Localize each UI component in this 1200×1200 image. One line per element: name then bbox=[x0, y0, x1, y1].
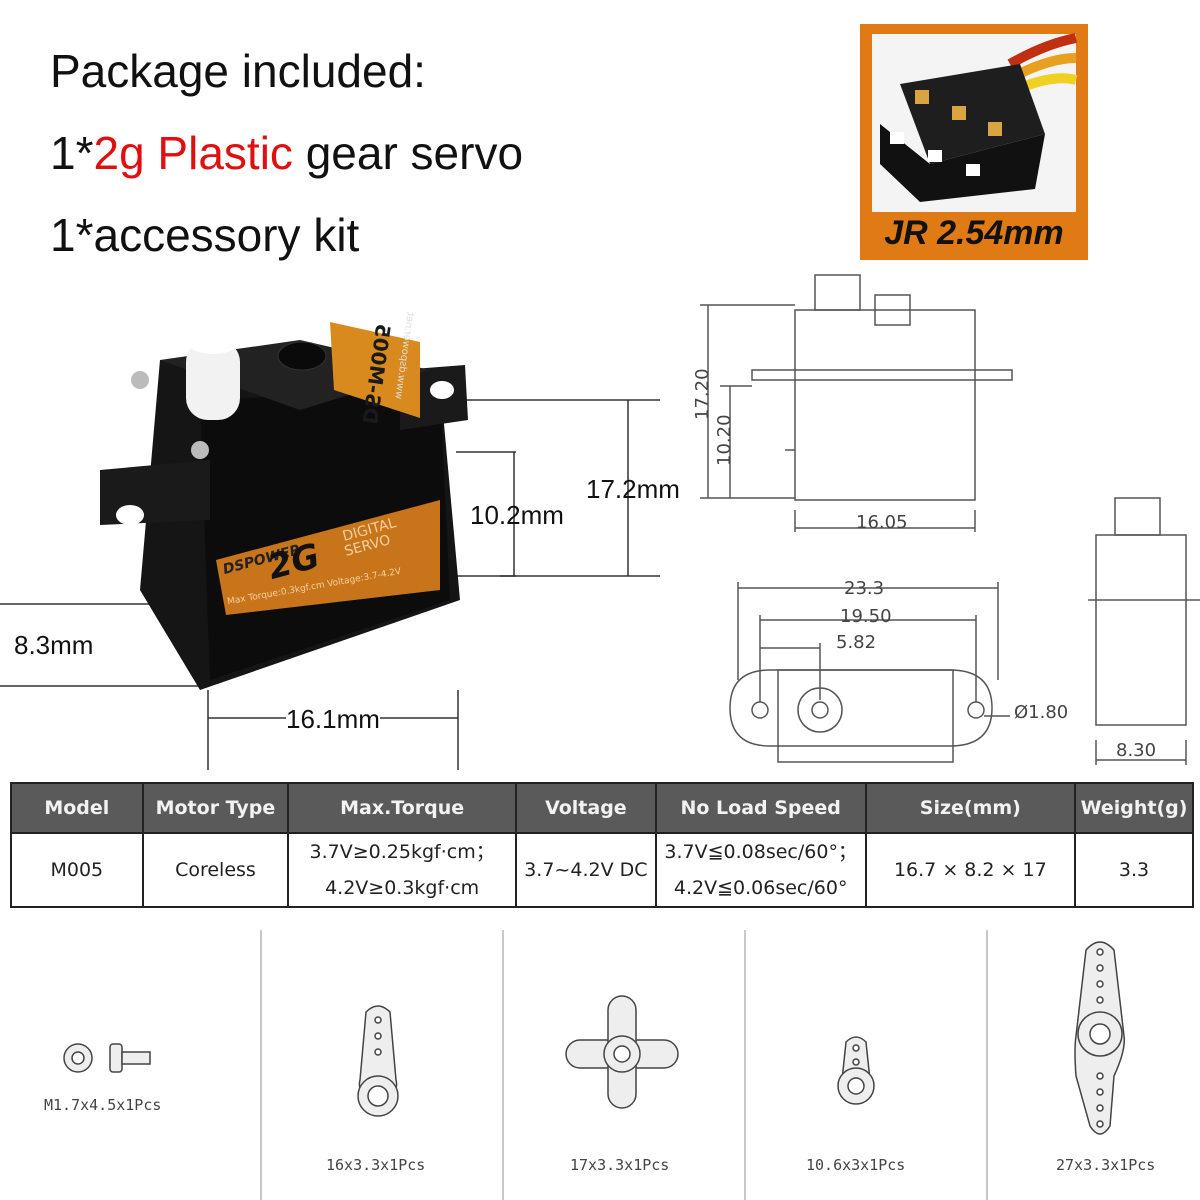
header-model: Model bbox=[10, 782, 144, 834]
connector-photo: JR 2.54mm bbox=[860, 24, 1088, 260]
header-no-load-speed: No Load Speed bbox=[654, 782, 867, 834]
package-heading: Package included: bbox=[50, 45, 426, 97]
torque-line-2: 4.2V≥0.3kgf·cm bbox=[325, 877, 480, 899]
cell-no-load-speed: 3.7V≦0.08sec/60°； 4.2V≦0.06sec/60° bbox=[654, 832, 867, 908]
item-desc: gear servo bbox=[292, 127, 524, 179]
draw-top-shaft: 5.82 bbox=[836, 632, 876, 653]
divider bbox=[502, 930, 504, 1200]
header-max-torque: Max.Torque bbox=[287, 782, 518, 834]
draw-hole-dia: Ø1.80 bbox=[1014, 702, 1068, 723]
dim-depth-label: 8.3mm bbox=[14, 630, 94, 660]
header-motor-type: Motor Type bbox=[141, 782, 290, 834]
divider bbox=[744, 930, 746, 1200]
package-item-servo: 1*2g Plastic gear servo bbox=[50, 126, 523, 180]
spec-table: Model Motor Type Max.Torque Voltage No L… bbox=[10, 782, 1194, 908]
draw-top-overall: 23.3 bbox=[844, 578, 884, 599]
header-size: Size(mm) bbox=[864, 782, 1077, 834]
cross-horn-icon bbox=[565, 995, 679, 1109]
accessory-label: M1.7x4.5x1Pcs bbox=[44, 1096, 162, 1114]
draw-side-mid: 10.20 bbox=[714, 414, 735, 466]
divider bbox=[986, 930, 988, 1200]
accessory-label: 27x3.3x1Pcs bbox=[1056, 1156, 1156, 1174]
cell-motor-type: Coreless bbox=[141, 832, 290, 908]
accessory-label: 16x3.3x1Pcs bbox=[326, 1156, 426, 1174]
item-qty: 1* bbox=[50, 127, 94, 179]
accessory-label: 17x3.3x1Pcs bbox=[570, 1156, 670, 1174]
draw-top-holes: 19.50 bbox=[840, 606, 892, 627]
header-weight: Weight(g) bbox=[1074, 782, 1194, 834]
cell-voltage: 3.7~4.2V DC bbox=[515, 832, 657, 908]
single-arm-horn-icon bbox=[357, 1005, 399, 1117]
accessory-label: 10.6x3x1Pcs bbox=[806, 1156, 906, 1174]
package-item-kit: 1*accessory kit bbox=[50, 209, 360, 261]
draw-side-width: 16.05 bbox=[856, 512, 908, 533]
header-voltage: Voltage bbox=[515, 782, 657, 834]
speed-line-2: 4.2V≦0.06sec/60° bbox=[673, 877, 848, 899]
dim-width-label: 16.1mm bbox=[286, 704, 380, 735]
screw-icon bbox=[63, 1043, 151, 1073]
jr-connector-icon bbox=[872, 33, 1078, 212]
cell-weight: 3.3 bbox=[1074, 832, 1194, 908]
technical-drawing: 17.20 10.20 16.05 23.3 19.50 5.82 Ø1.80 … bbox=[680, 270, 1200, 780]
table-header-row: Model Motor Type Max.Torque Voltage No L… bbox=[10, 782, 1194, 834]
cell-size: 16.7 × 8.2 × 17 bbox=[864, 832, 1077, 908]
draw-end-width: 8.30 bbox=[1116, 740, 1156, 761]
speed-line-1: 3.7V≦0.08sec/60°； bbox=[664, 841, 857, 863]
item-highlight: 2g Plastic bbox=[93, 127, 293, 179]
dim-mid-label: 10.2mm bbox=[470, 500, 564, 530]
servo-outline-drawing: 17.20 10.20 16.05 23.3 19.50 5.82 Ø1.80 … bbox=[692, 274, 1200, 765]
cell-max-torque: 3.7V≥0.25kgf·cm； 4.2V≥0.3kgf·cm bbox=[287, 832, 518, 908]
torque-line-1: 3.7V≥0.25kgf·cm； bbox=[309, 841, 495, 863]
dim-height-label: 17.2mm bbox=[586, 474, 680, 504]
divider bbox=[260, 930, 262, 1200]
table-row: M005 Coreless 3.7V≥0.25kgf·cm； 4.2V≥0.3kg… bbox=[10, 832, 1194, 908]
double-arm-horn-icon bbox=[1074, 941, 1126, 1135]
servo-photo: DS-M005 www.dspower.net DSPOWER 2G DIGIT… bbox=[0, 270, 720, 780]
draw-side-height: 17.20 bbox=[692, 368, 713, 420]
accessory-drawings bbox=[63, 941, 1126, 1135]
cell-model: M005 bbox=[10, 832, 144, 908]
connector-label: JR 2.54mm bbox=[884, 214, 1064, 252]
short-arm-horn-icon bbox=[837, 1036, 875, 1105]
